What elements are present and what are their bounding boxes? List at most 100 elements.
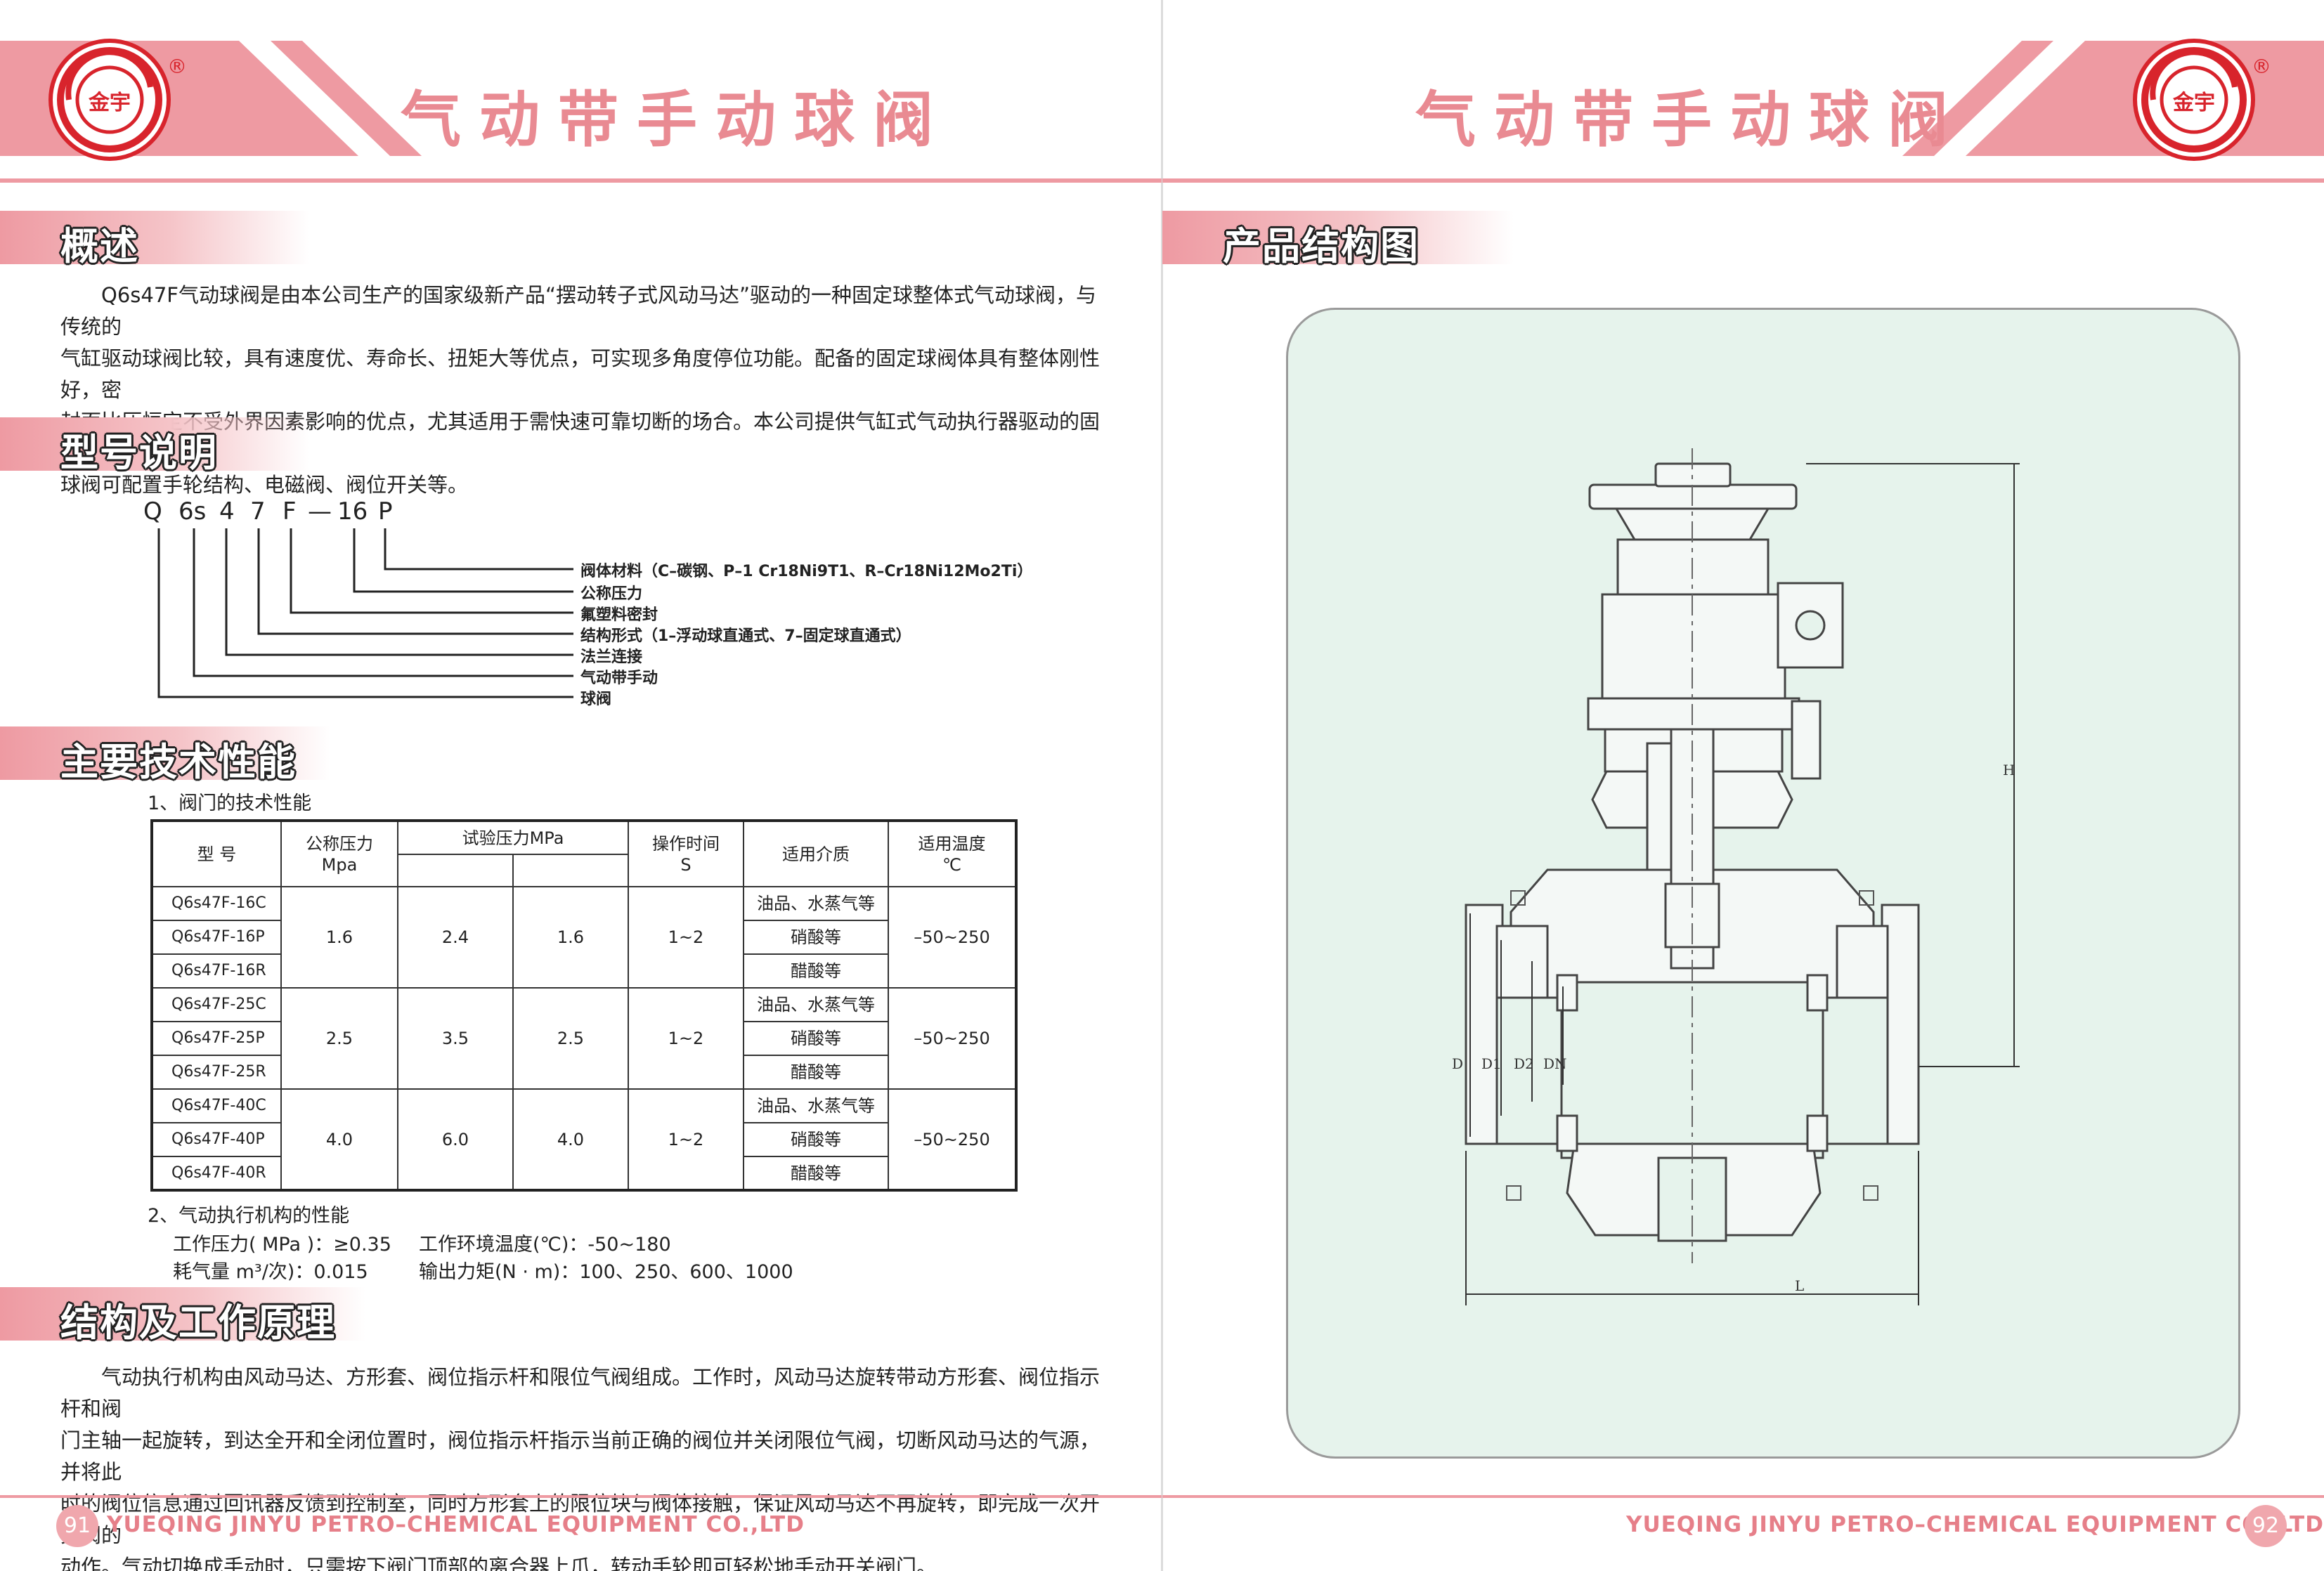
dim-label-d2: D2: [1514, 1055, 1534, 1072]
code-dash: —: [308, 497, 332, 526]
table-row: Q6s47F-40C 4.0 6.0 4.0 1~2 油品、水蒸气等 –50~2…: [151, 1088, 1017, 1191]
footer-rule-right: [1162, 1495, 2324, 1498]
th-nominal-unit: Mpa: [321, 854, 358, 875]
model-label-material: 阀体材料（C–碳钢、P–1 Cr18Ni9T1、R–Cr18Ni12Mo2Ti）: [580, 563, 1033, 580]
cell-medium: 硝酸等: [743, 920, 889, 955]
cell-temp: –50~250: [888, 886, 1017, 989]
cell-medium: 醋酸等: [743, 953, 889, 989]
dim-label-d1: D1: [1481, 1055, 1502, 1072]
th-temp-label: 适用温度: [918, 833, 986, 854]
section-heading-text: 主要技术性能: [60, 740, 297, 784]
th-medium: 适用介质: [743, 820, 889, 887]
principle-text: 气动执行机构由风动马达、方形套、阀位指示杆和限位气阀组成。工作时，风动马达旋转带…: [60, 1362, 1115, 1571]
brand-logo-text: 金宇: [89, 91, 131, 115]
model-label-ball-valve: 球阀: [580, 691, 612, 708]
actuator-torque: 输出力矩(N · m)：100、250、600、1000: [419, 1261, 793, 1283]
page-number-right: 92: [2245, 1505, 2287, 1547]
section-heading-structure: 产品结构图: [1162, 211, 1514, 268]
page-number-left: 91: [56, 1505, 98, 1547]
code-16: 16: [337, 497, 368, 526]
th-op-time-unit: S: [680, 854, 692, 875]
th-test-sub-1: [397, 854, 514, 887]
brand-logo-text: 金宇: [2173, 91, 2215, 115]
section-heading-text: 型号说明: [60, 431, 218, 475]
dim-label-h: H: [2003, 762, 2015, 778]
cell-medium: 油品、水蒸气等: [743, 886, 889, 921]
model-label-actuator: 气动带手动: [580, 670, 658, 687]
cell-model: Q6s47F-25P: [151, 1021, 282, 1056]
cell-test1: 3.5: [397, 987, 514, 1090]
actuator-ambient-temp: 工作环境温度(℃)：-50~180: [419, 1234, 671, 1256]
code-p: P: [378, 497, 393, 526]
table-row: Q6s47F-40R 醋酸等: [151, 1156, 1016, 1191]
cell-model: Q6s47F-40R: [151, 1156, 282, 1191]
principle-line-2: 门主轴一起旋转，到达全开和全闭位置时，阀位指示杆指示当前正确的阀位并关闭限位气阀…: [60, 1428, 1101, 1484]
cell-test1: 2.4: [397, 886, 514, 989]
th-temp: 适用温度℃: [888, 820, 1017, 887]
overview-line-2: 气缸驱动球阀比较，具有速度优、寿命长、扭矩大等优点，可实现多角度停位功能。配备的…: [60, 346, 1101, 402]
header-rule-left: [0, 178, 1162, 183]
cell-medium: 硝酸等: [743, 1122, 889, 1157]
overview-line-1: Q6s47F气动球阀是由本公司生产的国家级新产品“摆动转子式风动马达”驱动的一种…: [60, 283, 1097, 339]
cell-test2: 1.6: [512, 886, 629, 989]
brand-logo-icon: [48, 39, 171, 161]
table-row: Q6s47F-16P 硝酸等: [151, 920, 1016, 955]
overview-line-4: 球阀可配置手轮结构、电磁阀、阀位开关等。: [60, 473, 469, 497]
code-6s: 6s: [178, 497, 207, 526]
th-temp-unit: ℃: [942, 854, 961, 875]
model-leader-lines: [157, 528, 573, 698]
model-label-pressure: 公称压力: [580, 585, 643, 603]
code-7: 7: [250, 497, 266, 526]
right-page: 金宇 ® 气动带手动球阀 产品结构图: [1162, 0, 2324, 1571]
footer-rule-left: [0, 1495, 1162, 1498]
cell-test2: 4.0: [512, 1088, 629, 1191]
registered-mark: ®: [167, 55, 187, 78]
cell-model: Q6s47F-16C: [151, 886, 282, 921]
cell-model: Q6s47F-40P: [151, 1122, 282, 1157]
cell-time: 1~2: [628, 987, 744, 1090]
valve-structure-drawing: [1465, 448, 2020, 1305]
cell-nominal: 2.5: [280, 987, 398, 1090]
model-label-seal: 氟塑料密封: [580, 606, 658, 624]
header-rule-right: [1162, 178, 2324, 183]
cell-temp: –50~250: [888, 987, 1017, 1090]
cell-medium: 醋酸等: [743, 1055, 889, 1090]
cell-model: Q6s47F-16P: [151, 920, 282, 955]
cell-model: Q6s47F-25C: [151, 987, 282, 1022]
performance-sub-1: 1、阀门的技术性能: [148, 793, 312, 814]
th-model: 型 号: [151, 820, 282, 887]
section-heading-text: 结构及工作原理: [60, 1301, 336, 1345]
cell-test1: 6.0: [397, 1088, 514, 1191]
cell-medium: 油品、水蒸气等: [743, 1088, 889, 1123]
table-row: Q6s47F-16C 1.6 2.4 1.6 1~2 油品、水蒸气等 –50~2…: [151, 886, 1017, 989]
table-row: Q6s47F-25C 2.5 3.5 2.5 1~2 油品、水蒸气等 –50~2…: [151, 987, 1017, 1090]
section-heading-model: 型号说明: [0, 417, 309, 475]
code-q: Q: [143, 497, 162, 526]
code-4: 4: [219, 497, 235, 526]
section-heading-performance: 主要技术性能: [0, 726, 330, 784]
page-title: 气动带手动球阀: [401, 85, 952, 155]
principle-line-4: 动作。气动切换成手动时，只需按下阀门顶部的离合器上爪，转动手轮即可轻松地手动开关…: [60, 1555, 937, 1571]
registered-mark: ®: [2252, 55, 2271, 78]
cell-model: Q6s47F-16R: [151, 953, 282, 989]
cell-medium: 醋酸等: [743, 1156, 889, 1191]
model-label-structure: 结构形式（1–浮动球直通式、7–固定球直通式）: [580, 627, 911, 645]
actuator-air-consumption: 耗气量 m³/次)：0.015: [173, 1261, 368, 1283]
overview-text: Q6s47F气动球阀是由本公司生产的国家级新产品“摆动转子式风动马达”驱动的一种…: [60, 280, 1115, 501]
cell-time: 1~2: [628, 886, 744, 989]
section-heading-text: 产品结构图: [1223, 224, 1420, 268]
table-row: Q6s47F-25P 硝酸等: [151, 1021, 1016, 1056]
cell-test2: 2.5: [512, 987, 629, 1090]
footer-company-right: YUEQING JINYU PETRO–CHEMICAL EQUIPMENT C…: [1626, 1512, 2324, 1537]
cell-nominal: 4.0: [280, 1088, 398, 1191]
left-page: 金宇 ® 气动带手动球阀 概述 Q6s47F气动球阀是由本公司生产的国家级新产品…: [0, 39, 1162, 1571]
cell-temp: –50~250: [888, 1088, 1017, 1191]
dim-label-l: L: [1795, 1277, 1805, 1294]
page-gutter: [1161, 0, 1163, 1571]
table-row: Q6s47F-16R 醋酸等: [151, 953, 1016, 989]
principle-line-1: 气动执行机构由风动马达、方形套、阀位指示杆和限位气阀组成。工作时，风动马达旋转带…: [60, 1365, 1101, 1421]
table-row: Q6s47F-40P 硝酸等: [151, 1122, 1016, 1157]
